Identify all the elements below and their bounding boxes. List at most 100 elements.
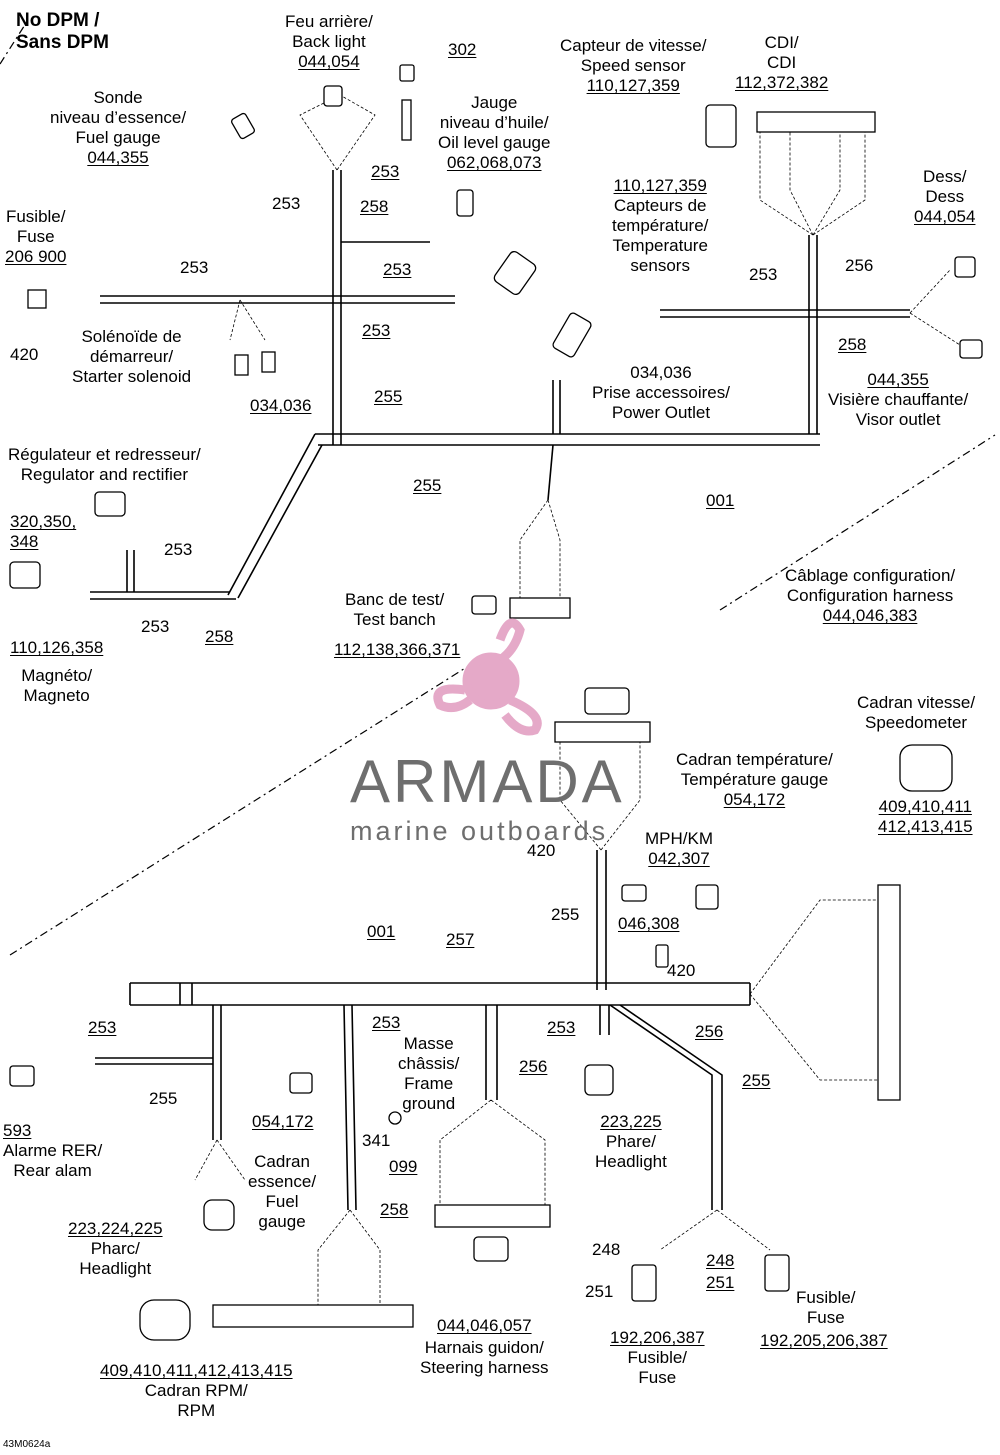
- power-outlet-label: 034,036 Prise accessoires/ Power Outlet: [592, 363, 730, 423]
- headlight-left-label: 223,224,225 Pharc/ Headlight: [68, 1219, 163, 1279]
- starter-l2: démarreur/: [89, 347, 174, 366]
- speedometer-fr: Cadran vitesse/: [857, 693, 976, 712]
- power-outlet-en: Power Outlet: [611, 403, 711, 422]
- visor-en: Visor outlet: [855, 410, 941, 429]
- rpm-ref: 409,410,411,412,413,415: [100, 1361, 293, 1380]
- oil-level-l1: Jauge: [471, 93, 518, 112]
- dess-ref: 044,054: [914, 207, 976, 226]
- power-outlet-fr: Prise accessoires/: [592, 383, 730, 402]
- temp-gauge-label: Cadran température/ Température gauge 05…: [676, 750, 833, 810]
- fuse-right-248: 248: [706, 1251, 735, 1270]
- ref-302: 302: [448, 40, 477, 59]
- magneto-en: Magneto: [23, 686, 90, 705]
- wire-ref: 255: [742, 1071, 771, 1090]
- regulator-ref: 320,350, 348: [10, 512, 76, 552]
- wire-ref: 256: [695, 1022, 724, 1041]
- rpm-fr: Cadran RPM/: [144, 1381, 248, 1400]
- wire-ref: 253: [180, 258, 209, 277]
- fuel-gauge-bottom-l4: gauge: [258, 1212, 306, 1231]
- temp-sensors-l1: Capteurs de: [613, 196, 707, 215]
- speedometer-en: Speedometer: [865, 713, 968, 732]
- dess-label: Dess/ Dess 044,054: [914, 167, 975, 227]
- mph-title: MPH/KM: [645, 829, 713, 848]
- magneto-ref: 110,126,358: [10, 638, 104, 657]
- component-icons: [9, 64, 983, 1341]
- rear-alarm-en: Rear alam: [13, 1161, 92, 1180]
- config-harness-en: Configuration harness: [786, 586, 954, 605]
- fuse-left-ref: 192,206,387: [610, 1328, 705, 1347]
- headlight-mid-en: Headlight: [595, 1152, 667, 1171]
- starter-label: Solénoïde de démarreur/ Starter solenoid: [72, 327, 191, 387]
- temp-sensors-label: 110,127,359 Capteurs de température/ Tem…: [612, 176, 708, 276]
- wire-ref: 253: [547, 1018, 576, 1037]
- ref-420-a: 420: [527, 841, 556, 860]
- headlight-mid-ref: 223,225: [600, 1112, 662, 1131]
- cdi-fr: CDI/: [764, 33, 799, 52]
- visor-ref: 044,355: [867, 370, 929, 389]
- speed-sensor-label: Capteur de vitesse/ Speed sensor 110,127…: [560, 36, 706, 96]
- speed-sensor-fr: Capteur de vitesse/: [560, 36, 707, 55]
- fuel-gauge-bottom-l1: Cadran: [254, 1152, 310, 1171]
- magneto-label: 110,126,358 Magnéto/ Magneto: [10, 638, 103, 706]
- fuse-top-ref: 206 900: [5, 247, 67, 266]
- separator-line: [0, 19, 996, 956]
- wire-ref: 255: [149, 1089, 178, 1108]
- ref-046-308: 046,308: [618, 914, 680, 933]
- wire-ref: 253: [362, 321, 391, 340]
- fuel-gauge-top-l1: Sonde: [93, 88, 143, 107]
- mph-ref: 042,307: [648, 849, 710, 868]
- headlight-mid-fr: Phare/: [605, 1132, 656, 1151]
- headlight-left-fr: Pharc/: [90, 1239, 140, 1258]
- config-harness-label: Câblage configuration/ Configuration har…: [785, 566, 955, 626]
- wire-ref: 256: [845, 256, 874, 275]
- temp-sensors-l3: Temperature: [612, 236, 708, 255]
- ref-420-b: 420: [667, 961, 696, 980]
- temp-sensors-l2: température/: [612, 216, 709, 235]
- test-bench-en: Test banch: [353, 610, 436, 629]
- starter-l1: Solénoïde de: [81, 327, 182, 346]
- fuse-right-en: Fuse: [806, 1308, 845, 1327]
- connector-block: [212, 111, 901, 1328]
- wire-ref: 255: [413, 476, 442, 495]
- connector-fanout: [194, 94, 961, 1305]
- fuel-gauge-top-ref: 044,355: [87, 148, 149, 167]
- fuse-top-fr: Fusible/: [5, 207, 66, 226]
- wire-ref: 253: [371, 162, 400, 181]
- dess-en: Dess: [925, 187, 965, 206]
- visor-label: 044,355 Visière chauffante/ Visor outlet: [828, 370, 968, 430]
- ref-054-172: 054,172: [252, 1112, 314, 1131]
- fuse-top-en: Fuse: [16, 227, 55, 246]
- cdi-en: CDI: [767, 53, 797, 72]
- wire-ref: 001: [706, 491, 735, 510]
- cdi-ref: 112,372,382: [735, 73, 829, 92]
- watermark-tagline: marine outboards: [350, 816, 609, 846]
- temp-sensors-l4: sensors: [630, 256, 690, 275]
- wire-ref: 255: [551, 905, 580, 924]
- temp-gauge-ref: 054,172: [723, 790, 786, 809]
- frame-ground-l2: châssis/: [398, 1054, 460, 1073]
- regulator-ref-1: 320,350,: [10, 512, 77, 531]
- magneto-fr: Magnéto/: [21, 666, 93, 685]
- wire-ref: 258: [205, 627, 234, 646]
- test-bench-fr: Banc de test/: [345, 590, 445, 609]
- oil-level-l3: Oil level gauge: [438, 133, 551, 152]
- header-line-1: No DPM /: [16, 10, 100, 31]
- starter-ref: 034,036: [250, 396, 312, 415]
- config-harness-ref: 044,046,383: [822, 606, 918, 625]
- fuse-right-251: 251: [706, 1273, 735, 1292]
- speed-sensor-ref: 110,127,359: [586, 76, 680, 95]
- fuse-left-fr: Fusible/: [627, 1348, 688, 1367]
- oil-level-ref: 062,068,073: [446, 153, 542, 172]
- dess-fr: Dess/: [922, 167, 967, 186]
- fuel-gauge-top-l2: niveau d’essence/: [50, 108, 187, 127]
- steering-fr: Harnais guidon/: [424, 1338, 544, 1357]
- fuse-top-label: Fusible/ Fuse 206 900: [5, 207, 66, 267]
- test-bench-ref: 112,138,366,371: [334, 640, 461, 659]
- rear-alarm-fr: Alarme RER/: [3, 1141, 103, 1160]
- power-outlet-ref: 034,036: [630, 363, 692, 382]
- wire-ref: 258: [360, 197, 389, 216]
- fuse-left-label: 192,206,387 Fusible/ Fuse: [610, 1328, 705, 1388]
- test-bench-label: Banc de test/ Test banch: [345, 590, 444, 630]
- wire-ref: 255: [374, 387, 403, 406]
